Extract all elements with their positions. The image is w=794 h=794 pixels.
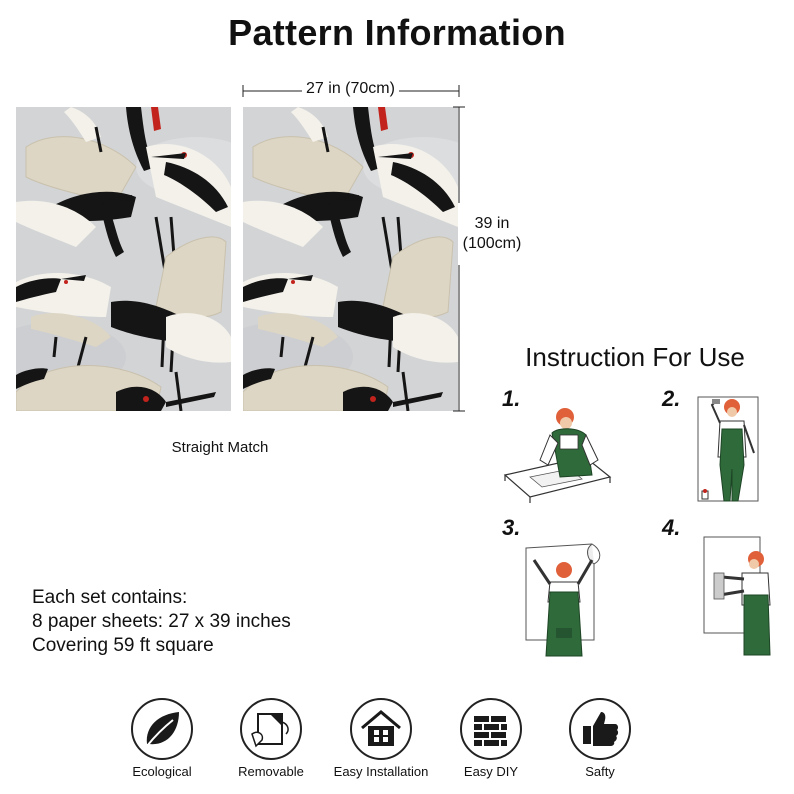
match-type-caption: Straight Match bbox=[171, 439, 269, 456]
set-info-line-2: 8 paper sheets: 27 x 39 inches bbox=[32, 611, 291, 632]
instructions-title: Instruction For Use bbox=[525, 342, 745, 372]
step-4-illustration bbox=[703, 536, 771, 656]
thumbs-up-icon bbox=[569, 698, 631, 760]
peel-sheet-icon bbox=[240, 698, 302, 760]
brick-wall-icon bbox=[460, 698, 522, 760]
step-number-2: 2. bbox=[662, 386, 681, 411]
set-info-line-1: Each set contains: bbox=[32, 587, 188, 608]
feature-label-removable: Removable bbox=[238, 764, 304, 779]
feature-label-easy-installation: Easy Installation bbox=[333, 764, 429, 779]
height-dimension-label: 39 in (100cm) bbox=[458, 214, 526, 254]
step-number-4: 4. bbox=[662, 515, 681, 540]
step-1-illustration bbox=[503, 408, 612, 503]
pattern-panel-right bbox=[243, 107, 458, 411]
height-dimension-line bbox=[453, 106, 465, 412]
height-value-cm: (100cm) bbox=[462, 235, 522, 252]
height-value: 39 in bbox=[474, 215, 510, 232]
step-number-1: 1. bbox=[502, 386, 521, 411]
page-title: Pattern Information bbox=[228, 12, 566, 53]
leaf-icon bbox=[131, 698, 193, 760]
crane-pattern-image bbox=[16, 107, 231, 411]
step-number-3: 3. bbox=[502, 515, 521, 540]
set-info-line-3: Covering 59 ft square bbox=[32, 635, 214, 656]
pattern-panel-left bbox=[16, 107, 231, 411]
feature-label-easy-diy: Easy DIY bbox=[463, 764, 519, 779]
step-2-illustration bbox=[697, 396, 759, 502]
crane-pattern-image bbox=[243, 107, 458, 411]
step-3-illustration bbox=[525, 543, 601, 657]
house-icon bbox=[350, 698, 412, 760]
width-dimension-label: 27 in (70cm) bbox=[243, 80, 458, 98]
feature-label-ecological: Ecological bbox=[132, 764, 192, 779]
feature-label-safty: Safty bbox=[585, 764, 615, 779]
